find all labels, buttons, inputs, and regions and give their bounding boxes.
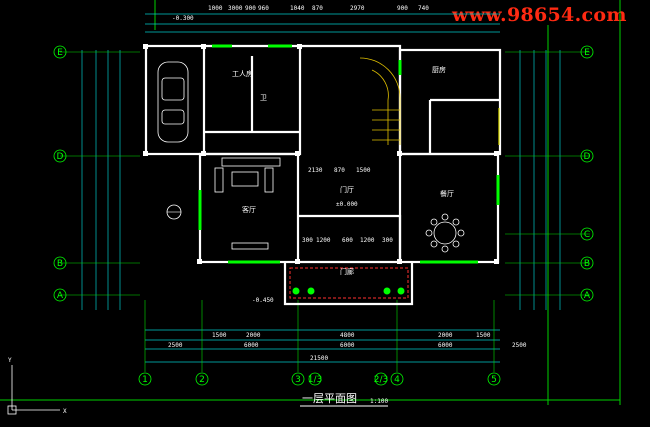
ucs-x-label: X (63, 408, 67, 415)
axis-label-2-3: 2/3 (374, 375, 388, 385)
dim-top-0: 1000 (208, 5, 223, 12)
dim-vest-0: 300 (302, 237, 313, 244)
drawing-scale: 1:100 (370, 398, 388, 405)
dim-mid-1: 870 (334, 167, 345, 174)
axis-label-D-left: D (57, 152, 64, 162)
axis-bubbles (53, 45, 594, 386)
room-vestibule: 门厅 (340, 185, 354, 194)
axis-label-D-right: D (584, 152, 591, 162)
elevation-top: -0.300 (172, 15, 194, 22)
dim-top-1: 3000 (228, 5, 243, 12)
dim-vest-4: 300 (382, 237, 393, 244)
axis-label-4: 4 (394, 375, 400, 385)
dim-bot1-0: 1500 (212, 332, 227, 339)
axis-label-C-right: C (584, 230, 590, 240)
dashed-outline (289, 267, 409, 299)
dining-table (425, 213, 465, 253)
dim-mid-2: 1500 (356, 167, 371, 174)
axis-label-5: 5 (491, 375, 497, 385)
watermark-text: www.98654.com (452, 4, 627, 26)
ucs-icon (7, 365, 60, 415)
dim-bot1-7: 1500 (476, 332, 491, 339)
room-living: 客厅 (242, 205, 256, 214)
axis-label-3: 3 (295, 375, 301, 385)
dim-bot2-0: 2500 (168, 342, 183, 349)
axis-label-1-3: 1/3 (308, 375, 322, 385)
elevation-ground: ±0.000 (336, 201, 358, 208)
dim-top-7: 2970 (350, 5, 365, 12)
axis-label-2: 2 (199, 375, 205, 385)
axis-label-B-left: B (57, 259, 63, 269)
axis-label-B-right: B (584, 259, 590, 269)
dim-vest-1: 1200 (316, 237, 331, 244)
walls (144, 44, 502, 306)
axis-label-E-right: E (584, 48, 590, 58)
dim-top-5: 1040 (290, 5, 305, 12)
axis-label-A-left: A (57, 291, 64, 301)
dim-mid-0: 2130 (308, 167, 323, 174)
dim-bot2-4: 6000 (438, 342, 453, 349)
dim-top-2: 900 (245, 5, 256, 12)
room-bath: 卫 (260, 94, 267, 102)
dim-bot1-1: 2000 (246, 332, 261, 339)
window-markers (198, 44, 500, 264)
room-kitchen: 厨房 (432, 65, 446, 74)
room-dining: 餐厅 (440, 189, 454, 198)
axis-label-A-right: A (584, 291, 591, 301)
room-servant: 工人房 (232, 69, 253, 78)
dim-vest-2: 600 (342, 237, 353, 244)
porch-lights (292, 287, 405, 295)
dim-vest-3: 1200 (360, 237, 375, 244)
frame-lines (0, 0, 621, 405)
dim-top-9: 740 (418, 5, 429, 12)
dim-top-8: 900 (397, 5, 408, 12)
axis-lines (60, 51, 590, 372)
dim-total: 21500 (310, 355, 328, 362)
dim-bot2-5: 2500 (512, 342, 527, 349)
car-outline (157, 61, 189, 143)
dim-bot2-3: 6000 (340, 342, 355, 349)
stair-arc (359, 57, 401, 145)
axis-label-1: 1 (142, 375, 148, 385)
elevation-entry: -0.450 (252, 297, 274, 304)
dimension-lines (81, 13, 561, 363)
dim-top-3: 960 (258, 5, 269, 12)
axis-label-E-left: E (57, 48, 63, 58)
room-porch: 门廊 (340, 267, 354, 276)
columns (143, 44, 499, 264)
dim-bot1-4: 4800 (340, 332, 355, 339)
dim-bot1-6: 2000 (438, 332, 453, 339)
ucs-y-label: Y (8, 357, 12, 364)
dim-bot2-1: 6000 (244, 342, 259, 349)
drawing-title: 一层平面图 (302, 392, 357, 405)
dim-top-6: 870 (312, 5, 323, 12)
sofa-set (214, 157, 281, 250)
section-mark (166, 204, 182, 220)
